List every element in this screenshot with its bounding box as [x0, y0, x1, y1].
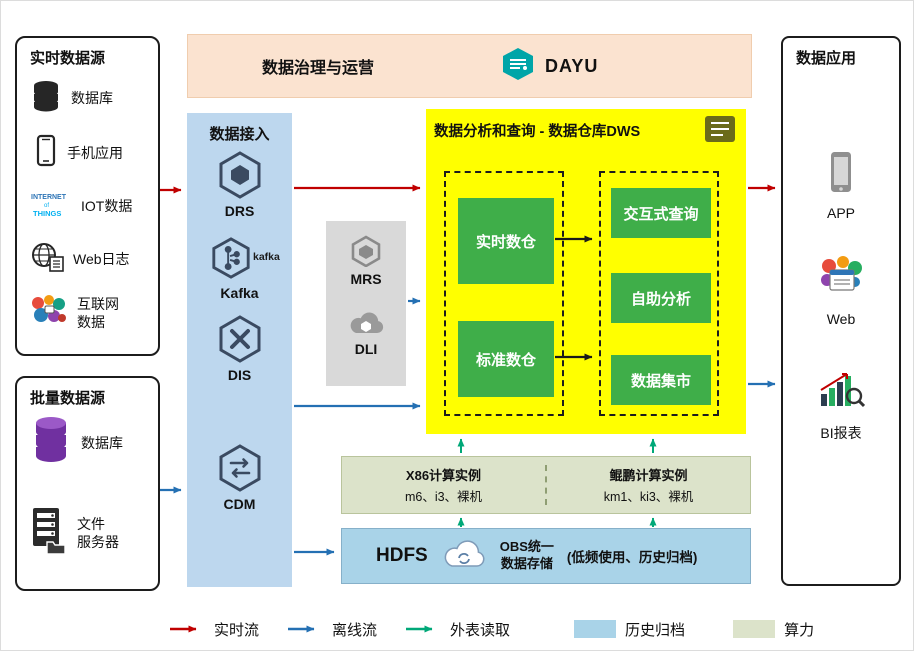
- source-item-internet-data: 互联网 数据: [29, 294, 161, 333]
- module-data-mart: 数据集市: [611, 355, 711, 405]
- x86-models: m6、i3、裸机: [404, 490, 483, 504]
- legend: 实时流 离线流 外表读取 历史归档 算力: [169, 613, 842, 645]
- legend-label: 实时流: [214, 621, 260, 639]
- source-item-label: 手机应用: [67, 144, 123, 161]
- batch-sources-panel: 批量数据源 数据库: [15, 376, 160, 591]
- mrs-icon: [349, 235, 383, 272]
- compute-strip: X86计算实例 m6、i3、裸机 鲲鹏计算实例 km1、ki3、裸机: [341, 456, 751, 514]
- warehouse-group: 实时数仓 标准数仓: [444, 171, 564, 416]
- kunpeng-title: 鲲鹏计算实例: [609, 468, 688, 483]
- legend-external: 外表读取: [405, 619, 510, 640]
- dayu-brand: DAYU: [500, 46, 598, 87]
- realtime-sources-title: 实时数据源: [30, 50, 106, 67]
- obs-cloud-icon: [441, 538, 487, 575]
- drs-icon: [217, 151, 263, 204]
- kunpeng-compute: 鲲鹏计算实例 km1、ki3、裸机: [547, 457, 750, 513]
- globe-weblog-icon: [29, 241, 65, 278]
- governance-title: 数据治理与运营: [262, 60, 375, 77]
- app-item-web: Web: [783, 256, 899, 327]
- kunpeng-models: km1、ki3、裸机: [603, 490, 694, 504]
- internet-data-icon: [29, 294, 69, 333]
- legend-label: 算力: [784, 621, 815, 639]
- bi-report-icon: [817, 368, 866, 417]
- file-server-icon: [29, 506, 69, 561]
- legend-realtime: 实时流: [169, 619, 259, 640]
- source-item-iot: INTERNET of THINGS IOT数据: [29, 189, 161, 224]
- obs-label: OBS统一 数据存储: [499, 539, 554, 571]
- source-item-weblog: Web日志: [29, 241, 161, 278]
- purple-database-icon: [29, 414, 73, 473]
- dli-icon: [347, 309, 385, 342]
- source-item-label: 数据库: [71, 89, 113, 106]
- app-item-label: APP: [826, 205, 855, 221]
- svg-text:of: of: [44, 203, 49, 209]
- mrs-label: MRS: [350, 271, 382, 287]
- realtime-sources-panel: 实时数据源 数据库 手机应用: [15, 36, 160, 356]
- governance-strip: 数据治理与运营 DAYU: [187, 34, 752, 98]
- dis-label: DIS: [227, 367, 252, 383]
- phone-icon: [33, 134, 59, 173]
- legend-label: 离线流: [332, 621, 378, 639]
- source-item-label: 文件 服务器: [77, 516, 119, 550]
- dayu-icon: [500, 46, 536, 87]
- blue-arrow-swatch: [288, 625, 315, 633]
- database-icon: [29, 80, 63, 117]
- cdm-icon: [217, 444, 263, 497]
- applications-title: 数据应用: [796, 50, 857, 67]
- svg-text:INTERNET: INTERNET: [31, 194, 67, 201]
- source-item-batch-database: 数据库: [29, 414, 161, 473]
- legend-label: 外表读取: [450, 621, 511, 639]
- red-arrow-swatch: [170, 625, 197, 633]
- iot-icon: INTERNET of THINGS: [29, 189, 73, 224]
- source-item-file-server: 文件 服务器: [29, 506, 161, 561]
- module-self-service-analysis: 自助分析: [611, 273, 711, 323]
- cdm-label: CDM: [223, 496, 256, 512]
- source-item-label: IOT数据: [81, 197, 133, 214]
- module-realtime-warehouse: 实时数仓: [458, 198, 554, 284]
- svg-text:THINGS: THINGS: [33, 209, 61, 218]
- x86-compute: X86计算实例 m6、i3、裸机: [342, 457, 545, 513]
- mrs-dli-panel: MRS DLI: [326, 221, 406, 386]
- app-item-label: Web: [826, 311, 856, 327]
- legend-offline: 离线流: [287, 619, 377, 640]
- teal-arrow-swatch: [406, 625, 433, 633]
- dws-report-icon: [704, 115, 736, 148]
- ingestion-column: 数据接入 DRS kafka K: [187, 113, 292, 587]
- ingestion-title: 数据接入: [209, 126, 270, 143]
- service-group: 交互式查询 自助分析 数据集市: [599, 171, 719, 416]
- legend-archive: 历史归档: [574, 619, 685, 640]
- dis-icon: [217, 315, 263, 368]
- module-interactive-query: 交互式查询: [611, 188, 711, 238]
- kafka-icon: [209, 237, 253, 284]
- source-item-mobile: 手机应用: [29, 134, 161, 173]
- legend-label: 历史归档: [625, 621, 686, 639]
- dws-block: 数据分析和查询 - 数据仓库DWS 实时数仓 标准数仓 交互式查询 自助分析 数…: [426, 109, 746, 434]
- kafka-wordmark: kafka: [253, 251, 280, 263]
- drs-label: DRS: [224, 203, 255, 219]
- compute-swatch: [733, 620, 776, 638]
- source-item-label: Web日志: [73, 250, 130, 267]
- dayu-label: DAYU: [545, 55, 599, 76]
- storage-note: (低频使用、历史归档): [566, 550, 698, 565]
- compute-divider: [545, 465, 547, 505]
- applications-panel: 数据应用 APP: [781, 36, 901, 586]
- app-item-app: APP: [783, 150, 899, 221]
- dws-title: 数据分析和查询 - 数据仓库DWS: [434, 124, 641, 140]
- hdfs-label: HDFS: [376, 545, 428, 566]
- app-item-bi: BI报表: [783, 368, 899, 443]
- web-browser-icon: [817, 256, 865, 305]
- source-item-database: 数据库: [29, 80, 161, 117]
- archive-swatch: [574, 620, 617, 638]
- module-standard-warehouse: 标准数仓: [458, 321, 554, 397]
- storage-strip: HDFS OBS统一 数据存储 (低频使用、历史归档): [341, 528, 751, 584]
- app-phone-icon: [827, 150, 855, 199]
- app-item-label: BI报表: [820, 425, 862, 441]
- batch-sources-title: 批量数据源: [30, 390, 106, 407]
- dli-label: DLI: [354, 341, 378, 357]
- source-item-label: 数据库: [81, 434, 123, 451]
- x86-title: X86计算实例: [405, 468, 482, 483]
- legend-compute: 算力: [733, 619, 814, 640]
- source-item-label: 互联网 数据: [77, 296, 119, 330]
- kafka-label: Kafka: [220, 285, 259, 301]
